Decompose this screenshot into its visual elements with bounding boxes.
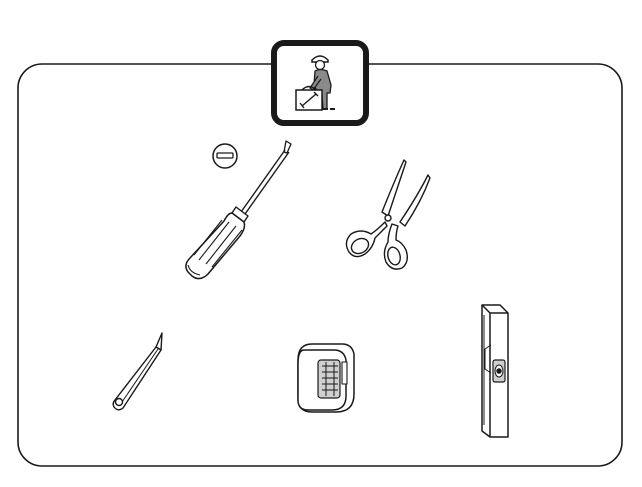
scissors-icon (345, 159, 431, 270)
pencil-icon (112, 332, 163, 411)
spirit-level-icon (481, 304, 509, 438)
technician-with-toolbox-icon (271, 40, 369, 126)
slot-head-symbol-icon (212, 143, 238, 169)
tape-measure-icon (297, 343, 355, 413)
flathead-screwdriver-icon (185, 140, 292, 280)
